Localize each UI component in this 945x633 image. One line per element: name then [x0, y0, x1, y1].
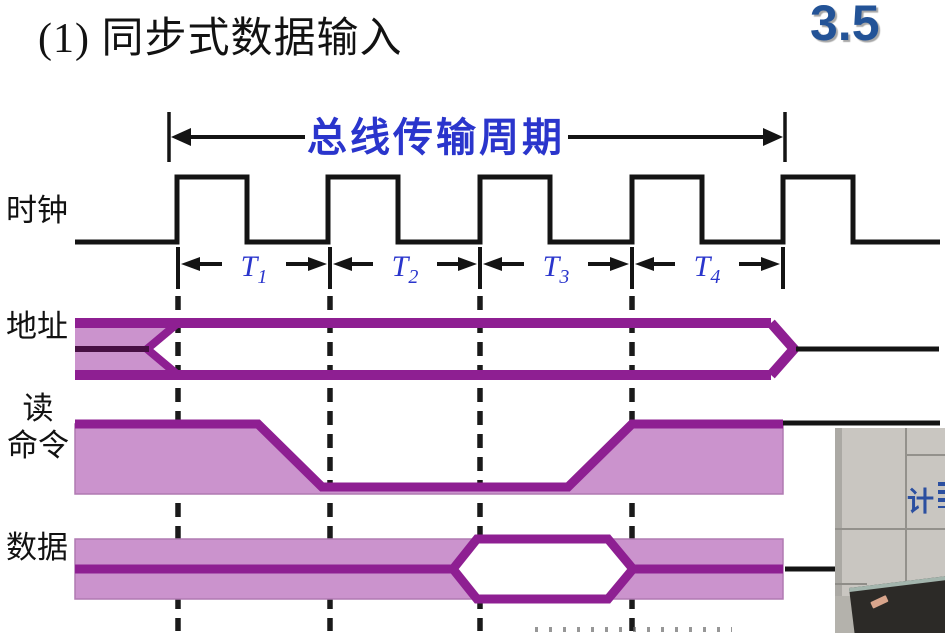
t1-right-arrowhead-icon: [308, 257, 327, 271]
t3-label: T3: [543, 250, 570, 288]
wall-shadow: [835, 428, 842, 633]
t4-label: T4: [694, 250, 721, 288]
data-signal: 数据: [6, 530, 836, 604]
t4-right-arrowhead-icon: [761, 257, 780, 271]
address-label: 地址: [6, 309, 68, 344]
bus-cycle-span: 总线传输周期: [167, 112, 787, 162]
t2-label: T2: [392, 250, 419, 288]
t1-label: T1: [241, 250, 268, 288]
section-number: 3.5: [810, 0, 880, 51]
t3-left-arrowhead-icon: [483, 257, 502, 271]
clock-waveform: [75, 174, 940, 245]
t1-left-arrowhead-icon: [181, 257, 200, 271]
clock-label: 时钟: [6, 193, 68, 228]
wall-panel-line-horizontal: [835, 528, 945, 530]
data-valid-hexagon: [447, 534, 639, 604]
t4-left-arrowhead-icon: [635, 257, 654, 271]
clock-signal: 时钟: [6, 174, 940, 245]
read-command-signal: 读 命令: [7, 391, 940, 495]
cycle-left-arrowhead-icon: [171, 128, 191, 146]
wall-text: 计: [907, 487, 934, 514]
wall-panel-line-horizontal: [905, 454, 945, 456]
wall-text-partial-glyph: [938, 482, 945, 508]
data-label: 数据: [6, 530, 68, 565]
webcam-overlay: 计: [835, 428, 945, 633]
period-arrows: T1 T2 T3 T4: [181, 250, 780, 288]
t2-left-arrowhead-icon: [333, 257, 352, 271]
t3-right-arrowhead-icon: [610, 257, 629, 271]
t2-right-arrowhead-icon: [458, 257, 477, 271]
read-cmd-label-line1: 读: [23, 391, 54, 426]
cycle-label: 总线传输周期: [307, 115, 565, 160]
partial-caption-marks: [535, 627, 732, 632]
address-close-transition: [767, 319, 801, 379]
cycle-right-arrowhead-icon: [763, 128, 783, 146]
read-cmd-label-line2: 命令: [7, 428, 69, 463]
laptop: [849, 572, 945, 633]
wall-panel-line-horizontal: [835, 583, 867, 585]
page-title: (1) 同步式数据输入: [38, 16, 403, 62]
address-signal: 地址: [6, 309, 939, 380]
wall-panel-line-vertical: [905, 428, 907, 585]
read-cmd-waveform: [75, 419, 783, 492]
laptop-logo-icon: [870, 595, 889, 609]
